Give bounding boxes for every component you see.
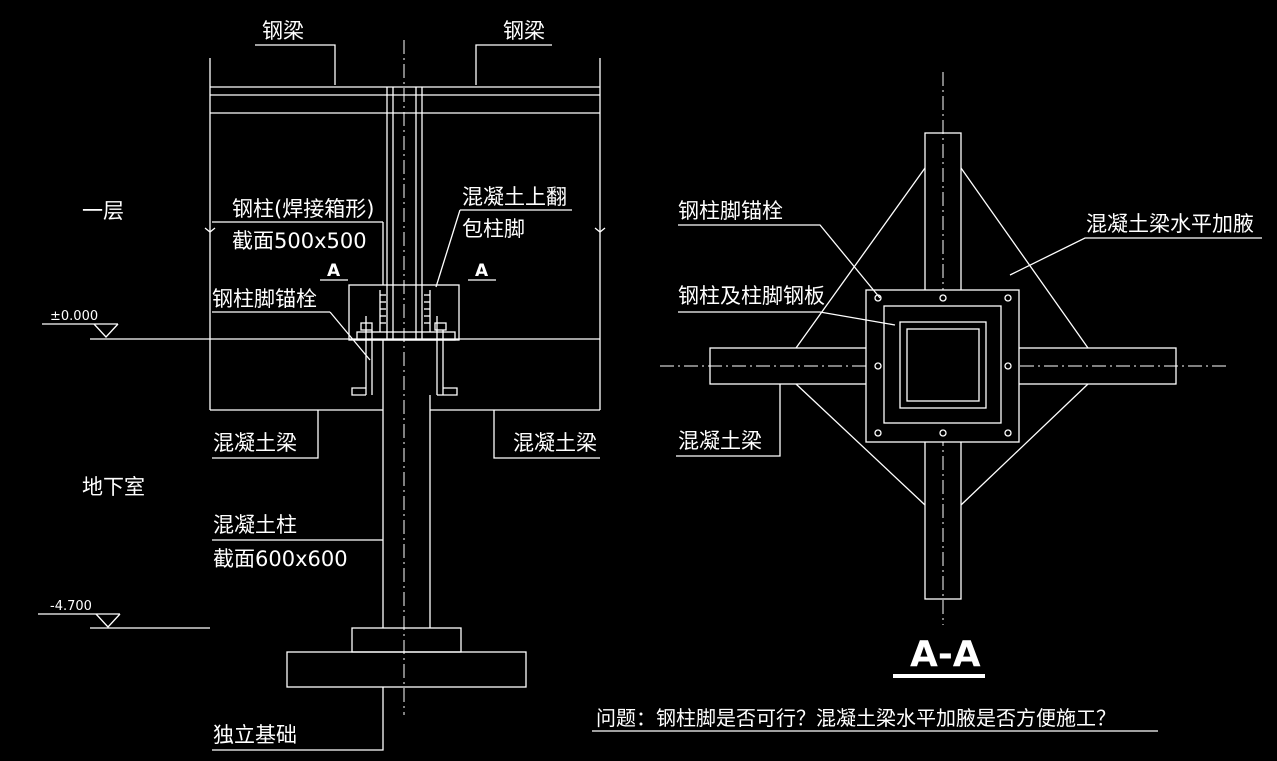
anchor-bolt-right	[434, 316, 458, 396]
break-mark-left	[204, 227, 216, 233]
elevation-view	[38, 40, 606, 751]
anchor-bolt-left	[351, 316, 373, 396]
label-column-baseplate: 钢柱及柱脚钢板	[678, 284, 825, 308]
label-isolated-footing: 独立基础	[213, 723, 297, 747]
beam-leader-left	[255, 44, 336, 85]
beam-haunch	[795, 167, 1089, 506]
label-concrete-beam-section: 混凝土梁	[678, 429, 762, 453]
break-mark-right	[594, 227, 606, 233]
label-basement: 地下室	[82, 475, 145, 499]
footing-pedestal	[351, 627, 462, 653]
label-anchor-bolt-left: 钢柱脚锚栓	[212, 287, 317, 311]
base-plate-inner	[883, 305, 1002, 424]
concrete-beam-leader-right	[493, 410, 600, 459]
section-title: A-A	[910, 634, 981, 675]
concrete-beam-leader-left	[212, 410, 319, 459]
anchor-leader-left	[329, 311, 371, 361]
anchor-bolts	[874, 294, 1012, 437]
label-steel-beam-left: 钢梁	[262, 19, 304, 43]
section-mark-left: A	[327, 261, 341, 281]
label-concrete-beam-left: 混凝土梁	[213, 431, 297, 455]
label-anchor-bolt-section: 钢柱脚锚栓	[678, 199, 783, 223]
footing-leader	[212, 687, 384, 751]
question-text: 问题：钢柱脚是否可行？混凝土梁水平加腋是否方便施工？	[596, 706, 1116, 730]
label-concrete-upturn-1: 混凝土上翻	[462, 185, 567, 209]
label-elevation-minus: -4.700	[50, 599, 92, 614]
upturn-leader	[435, 209, 461, 288]
label-concrete-column-2: 截面600x600	[213, 547, 348, 571]
label-concrete-beam-right: 混凝土梁	[513, 431, 597, 455]
elevation-marker-zero	[93, 323, 119, 338]
concrete-beam-section-leader	[676, 384, 781, 457]
steel-box-inner	[906, 328, 980, 402]
label-haunch: 混凝土梁水平加腋	[1086, 212, 1254, 236]
beam-leader-right	[475, 44, 552, 85]
footing-base	[286, 651, 527, 688]
section-mark-right: A	[475, 261, 489, 281]
haunch-leader	[1009, 237, 1262, 276]
label-concrete-upturn-2: 包柱脚	[462, 217, 525, 241]
label-first-floor: 一层	[82, 199, 124, 223]
column-baseplate-leader	[678, 311, 896, 326]
label-steel-column-2: 截面500x500	[232, 229, 367, 253]
elevation-marker-minus	[95, 613, 121, 628]
stiffener-ticks	[380, 294, 430, 324]
steel-base-plate	[356, 331, 456, 341]
label-steel-beam-right: 钢梁	[503, 19, 545, 43]
steel-box-outer	[899, 321, 987, 409]
label-concrete-column-1: 混凝土柱	[213, 513, 297, 537]
label-steel-column-1: 钢柱(焊接箱形)	[232, 197, 374, 221]
section-view	[592, 72, 1262, 732]
anchor-bolt-section-leader	[678, 224, 881, 299]
label-elevation-zero: ±0.000	[50, 309, 98, 324]
